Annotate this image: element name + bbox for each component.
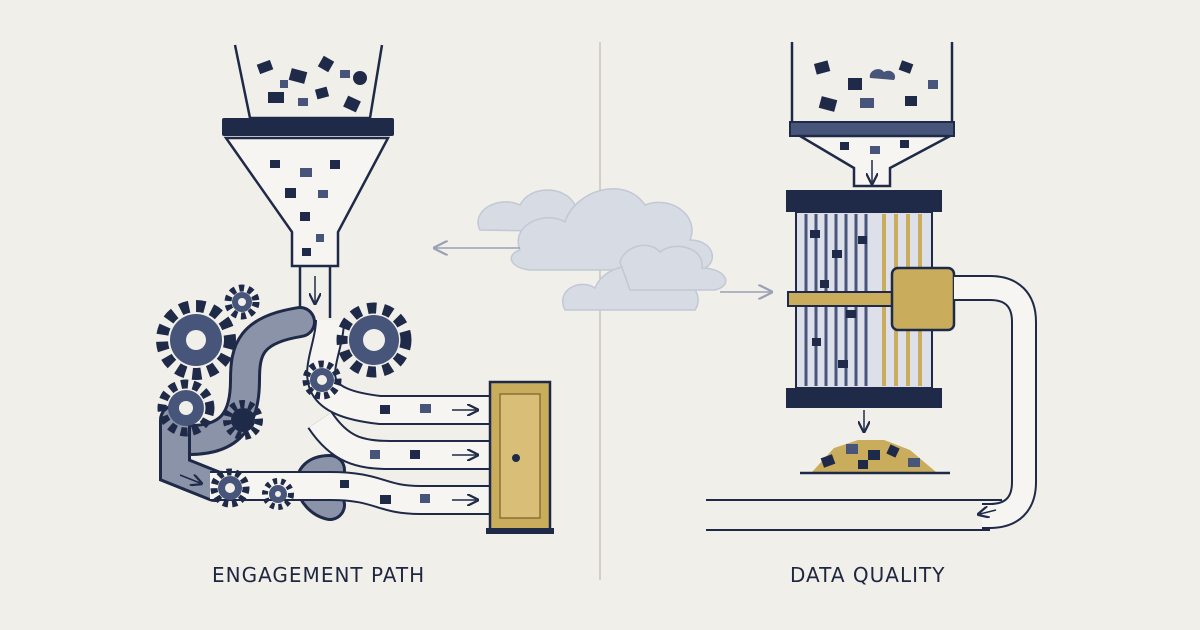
left-funnel-pieces [270,160,340,256]
gear-icon [223,400,263,440]
right-hopper-pieces [813,60,938,112]
output-pile [800,440,950,475]
engagement-path-label: ENGAGEMENT PATH [212,563,426,587]
gear-icon [302,360,342,400]
left-hopper-pieces [256,55,367,113]
gear-icon [224,284,260,320]
data-quality-label: DATA QUALITY [790,563,946,587]
data-quality-illustration [706,42,1037,531]
piston-cylinder [890,266,956,332]
engagement-path-illustration [156,44,554,534]
gear-icon [157,379,215,437]
left-funnel-rim [222,118,394,136]
left-lane-pieces [340,404,431,504]
left-gears [156,284,412,510]
gear-icon [336,302,412,378]
gear-icon [156,300,236,380]
gear-icon [262,478,294,510]
left-lane-arrows [179,410,476,500]
gear-icon [210,468,250,508]
cloud-icon [477,188,727,311]
door-icon [486,380,554,534]
piston-rod [787,291,901,307]
left-funnel [223,136,391,268]
